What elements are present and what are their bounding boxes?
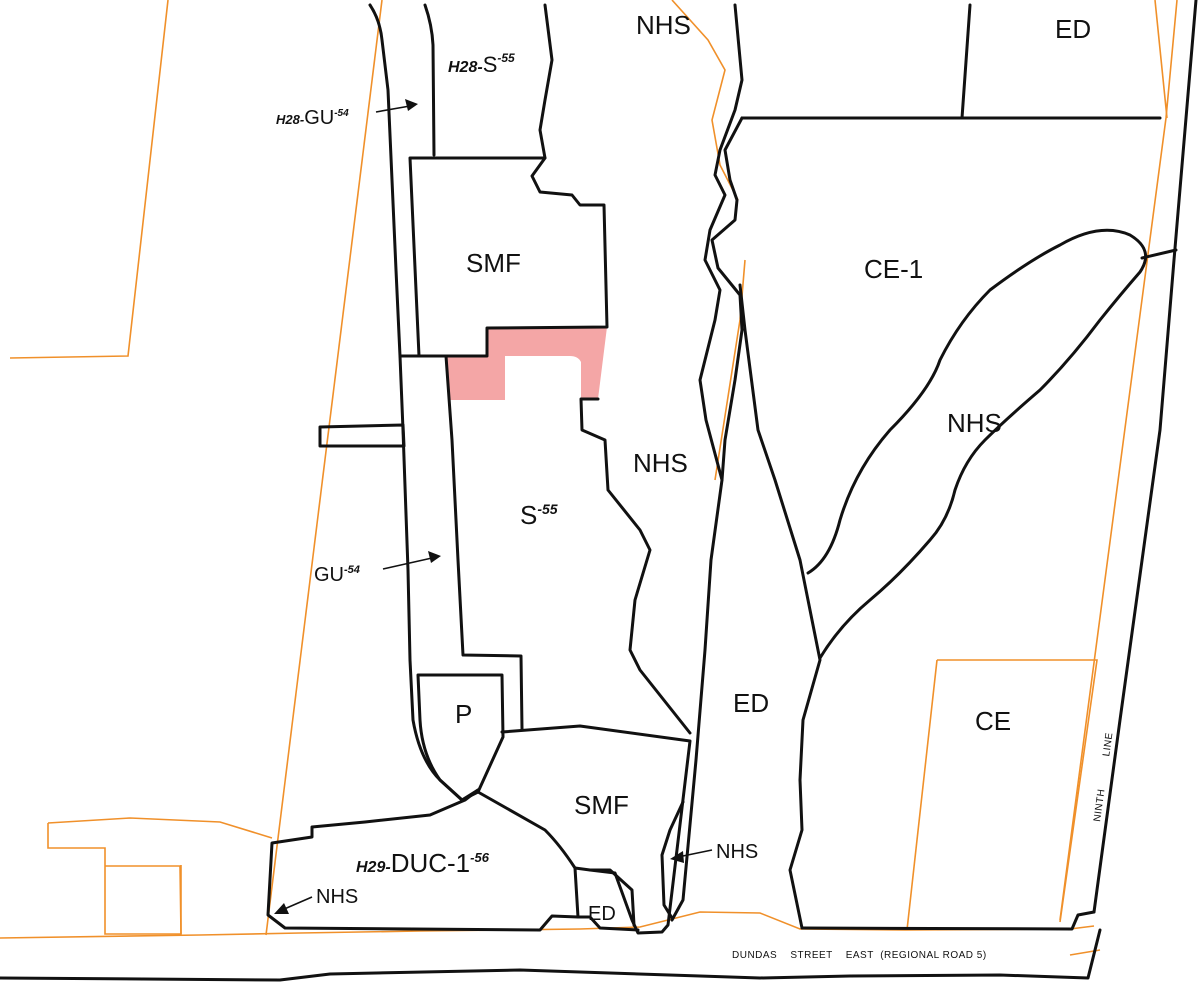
label-nhs-top: NHS bbox=[636, 10, 691, 40]
label-nhs-right: NHS bbox=[947, 408, 1002, 438]
label-ed-top-right: ED bbox=[1055, 14, 1091, 44]
label-nhs-lower-mid: NHS bbox=[716, 841, 758, 863]
label-nhs-middle: NHS bbox=[633, 448, 688, 478]
label-smf-upper: SMF bbox=[466, 248, 521, 278]
label-ce: CE bbox=[975, 706, 1011, 736]
label-h28-s55: H28-S-55 bbox=[448, 51, 515, 77]
label-nhs-lower-left: NHS bbox=[316, 886, 358, 908]
label-smf-lower: SMF bbox=[574, 790, 629, 820]
label-road-dundas: DUNDAS STREET EAST (REGIONAL ROAD 5) bbox=[732, 950, 987, 961]
label-h29-duc1-56: H29-DUC-1-56 bbox=[356, 848, 490, 878]
zone-labels: NHS ED H28-S-55 H28-GU-54 SMF CE-1 NHS N… bbox=[276, 10, 1116, 961]
arrows bbox=[274, 99, 713, 914]
subject-lands bbox=[446, 327, 607, 400]
label-ed-lower: ED bbox=[588, 903, 616, 925]
label-s55: S-55 bbox=[520, 500, 558, 530]
label-h28-gu54: H28-GU-54 bbox=[276, 107, 349, 129]
label-p: P bbox=[455, 699, 472, 729]
label-gu54: GU-54 bbox=[314, 564, 360, 586]
label-ed-middle: ED bbox=[733, 688, 769, 718]
label-ce1: CE-1 bbox=[864, 254, 923, 284]
